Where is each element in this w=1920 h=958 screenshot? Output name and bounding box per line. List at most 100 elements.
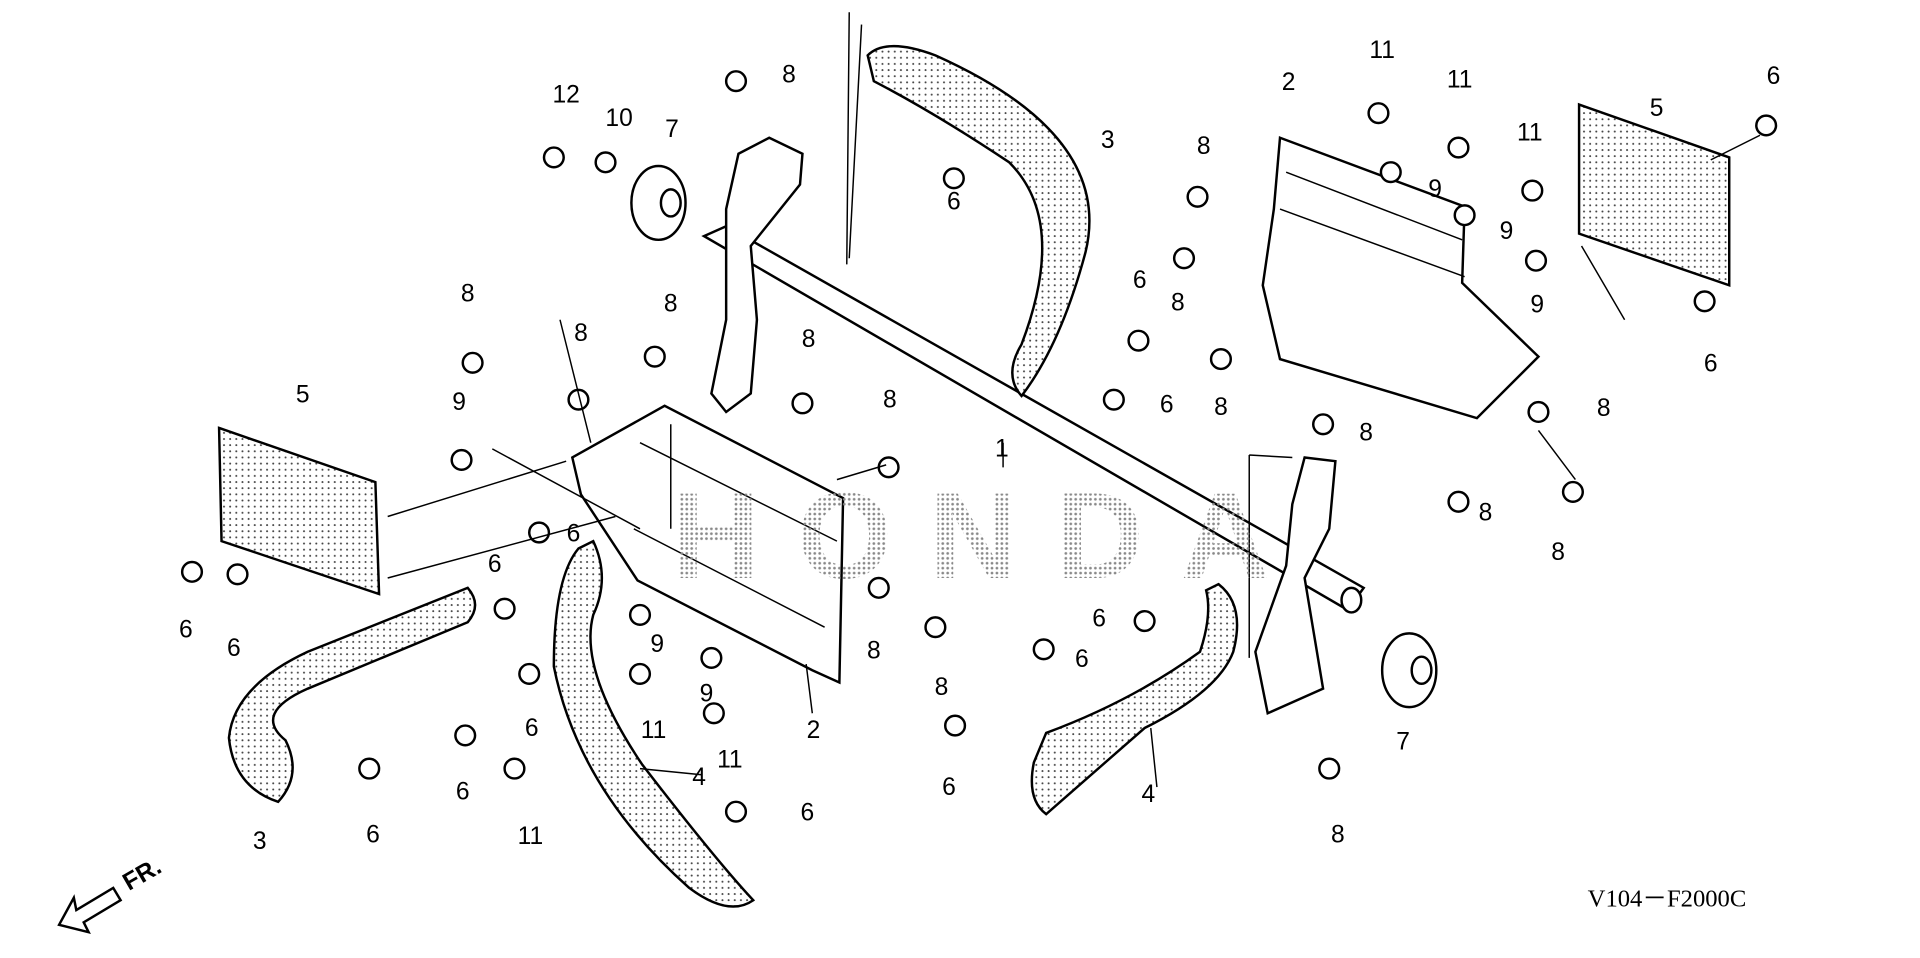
callout-11: 11 (1517, 120, 1543, 147)
callout-6: 6 (1767, 63, 1781, 90)
callout-7: 7 (1396, 728, 1410, 755)
callout-9: 9 (650, 631, 664, 658)
auger-paddle-upper-right (866, 45, 1091, 398)
bolt (724, 800, 748, 823)
callout-6: 6 (1075, 646, 1089, 673)
callout-1: 1 (995, 436, 1009, 463)
callout-8: 8 (1359, 420, 1373, 447)
bolt (1693, 290, 1716, 313)
bolt (567, 388, 590, 411)
auger-shaft (701, 224, 1366, 614)
bolt (1102, 388, 1125, 411)
bolt (528, 521, 551, 544)
leader-lines (387, 12, 1761, 788)
callout-6: 6 (801, 800, 815, 827)
bolt (924, 616, 947, 639)
callout-8: 8 (782, 62, 796, 89)
callout-6: 6 (488, 551, 502, 578)
bolt (1447, 136, 1470, 159)
fasteners (180, 70, 1778, 823)
bolt (450, 448, 473, 472)
callout-5: 5 (296, 381, 310, 408)
bolt (1453, 204, 1476, 227)
scraper-panel-right (1577, 102, 1731, 288)
bolt (1209, 348, 1232, 371)
bolt (1186, 185, 1209, 208)
callout-9: 9 (452, 389, 466, 416)
bolt (1312, 413, 1335, 436)
auger-housing-left (570, 404, 845, 685)
bolt (791, 392, 814, 415)
bolt (1172, 247, 1196, 270)
callout-8: 8 (574, 320, 588, 347)
callout-8: 8 (883, 386, 897, 413)
callout-9: 9 (1428, 176, 1442, 203)
callout-6: 6 (942, 774, 956, 801)
callout-8: 8 (802, 326, 816, 353)
front-arrow-icon: FR. (57, 853, 166, 935)
callout-4: 4 (692, 764, 706, 791)
bolt (944, 714, 967, 737)
bolt (503, 757, 526, 780)
callout-11: 11 (1447, 67, 1473, 94)
callout-6: 6 (1160, 391, 1174, 418)
bolt (358, 757, 381, 780)
bearing-left (630, 164, 687, 242)
bolt (702, 702, 725, 725)
callout-11: 11 (1369, 37, 1395, 64)
callout-6: 6 (1092, 605, 1106, 632)
callout-11: 11 (518, 823, 544, 850)
callout-8: 8 (1214, 394, 1228, 421)
honda-watermark: HONDA (671, 468, 1307, 605)
callout-9: 9 (1530, 292, 1544, 319)
bolt (493, 597, 516, 620)
front-label: FR. (118, 853, 166, 896)
bolt (700, 646, 723, 670)
callout-9: 9 (700, 680, 714, 707)
callout-8: 8 (1331, 822, 1345, 849)
auger-bracket-upper (710, 136, 804, 414)
callout-6: 6 (567, 520, 581, 547)
bolt (628, 662, 652, 685)
callout-2: 2 (807, 717, 821, 744)
callout-5: 5 (1650, 95, 1664, 122)
bolt (643, 345, 666, 368)
callout-6: 6 (1133, 267, 1147, 294)
callout-8: 8 (867, 637, 881, 664)
scraper-panel-left (217, 426, 381, 596)
callout-6: 6 (456, 779, 470, 806)
bolt (454, 724, 477, 747)
bolt (1524, 249, 1548, 272)
callout-8: 8 (1551, 539, 1565, 566)
bolt (1133, 609, 1156, 633)
callout-6: 6 (227, 635, 241, 662)
callout-12: 12 (552, 81, 579, 108)
auger-bracket-lower (1254, 456, 1337, 716)
callout-8: 8 (1171, 289, 1185, 316)
callout-11: 11 (641, 717, 667, 744)
callout-8: 8 (1479, 500, 1493, 527)
callout-8: 8 (664, 290, 678, 317)
bolt (724, 70, 748, 93)
bolt (1367, 102, 1390, 125)
auger-housing-right (1261, 136, 1541, 420)
callout-4: 4 (1141, 781, 1155, 808)
callout-6: 6 (947, 188, 961, 215)
callout-8: 8 (1597, 395, 1611, 422)
callout-6: 6 (366, 822, 380, 849)
callout-11: 11 (717, 747, 743, 774)
callout-6: 6 (1704, 351, 1718, 378)
callout-3: 3 (1101, 127, 1115, 154)
bolt (1521, 179, 1544, 202)
callout-8: 8 (1197, 133, 1211, 160)
bolt (628, 603, 652, 626)
bolt (867, 576, 890, 599)
bolt (942, 167, 965, 190)
bolt (1527, 400, 1550, 424)
bolt (1561, 480, 1584, 503)
bolt (1318, 757, 1341, 780)
bearing-right (1380, 632, 1438, 709)
bolt (1032, 638, 1055, 661)
